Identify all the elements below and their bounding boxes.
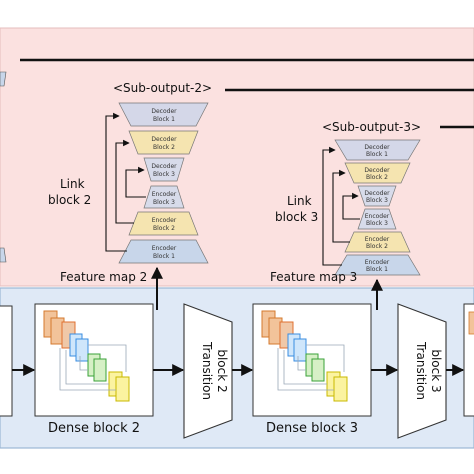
transition-block-2 [183,303,233,439]
s3-encoder-block-3-line2: Block 3 [366,220,388,227]
dense-block-2-label: Dense block 2 [48,421,140,436]
s3-encoder-block-3-line1: Encoder [365,213,390,220]
s3-encoder-block-2-line2: Block 2 [366,243,388,250]
decoder-block-3-line1: Decoder [151,163,177,170]
s3-decoder-block-2 [344,162,411,184]
dense-block-3-layers [261,310,348,402]
link-block-3-line1: Link [287,194,312,208]
encoder-block-3 [143,185,185,209]
dense-block-3-label: Dense block 3 [266,421,358,436]
s3-encoder-block-1-line1: Encoder [365,259,390,266]
clipped-dense-block-left [0,305,13,417]
clipped-block-left-bottom [0,247,7,263]
decoder-block-2-line1: Decoder [151,136,177,143]
s3-decoder-block-2-line2: Block 2 [366,174,388,181]
s3-decoder-block-1-line2: Block 1 [366,151,388,158]
decoder-block-2 [128,130,199,155]
s3-encoder-block-1-line2: Block 1 [366,266,388,273]
decoder-block-2-line2: Block 2 [153,144,175,151]
encoder-block-3-line2: Block 3 [153,199,175,206]
sub-output-2-label: <Sub-output-2> [113,81,212,95]
s3-decoder-block-2-line1: Decoder [364,167,390,174]
link-connectors-2 [105,112,146,252]
s3-encoder-block-1 [334,254,421,276]
decoder-block-1-line1: Decoder [151,108,177,115]
s3-encoder-block-2-line1: Encoder [365,236,390,243]
encoder-block-2-line1: Encoder [152,217,177,224]
sub-output-3-label: <Sub-output-3> [322,120,421,134]
decoder-block-3-line2: Block 3 [153,171,175,178]
link-block-2-line1: Link [60,177,85,191]
encoder-block-1 [118,239,209,264]
s3-encoder-block-2 [344,231,411,253]
link-connectors-3 [322,146,360,266]
s3-encoder-block-3 [357,208,397,230]
encoder-block-2 [128,211,199,236]
encoder-block-2-line2: Block 2 [153,225,175,232]
decoder-block-3 [143,157,185,182]
transition-block-3-line2: block 3 [429,349,443,392]
decoder-block-1 [118,102,209,127]
clipped-dense-block-right [463,303,474,417]
clipped-layer-right [468,311,474,335]
link-block-2-line2: block 2 [48,193,91,207]
transition-block-3-line1: Transition [414,341,428,400]
decoder-block-1-line2: Block 1 [153,116,175,123]
feature-map-2-label: Feature map 2 [60,270,147,284]
encoder-block-1-line2: Block 1 [153,253,175,260]
link-block-3-line2: block 3 [275,210,318,224]
s3-decoder-block-3-line1: Decoder [364,190,390,197]
s3-decoder-block-3 [357,185,397,207]
dense-block-2-layers [43,310,130,402]
transition-block-2-line1: Transition [200,341,214,400]
s3-decoder-block-1 [334,139,421,161]
clipped-block-left-top [0,71,7,87]
encoder-block-1-line1: Encoder [152,245,177,252]
subnet3-blocks: Decoder Block 1 Decoder Block 2 Decoder … [334,139,421,276]
s3-decoder-block-3-line2: Block 3 [366,197,388,204]
feature-map-3-label: Feature map 3 [270,270,357,284]
s3-decoder-block-1-line1: Decoder [364,144,390,151]
encoder-block-3-line1: Encoder [152,191,177,198]
transition-block-3 [397,303,447,439]
subnet2-blocks: Decoder Block 1 Decoder Block 2 Decoder … [118,102,209,264]
transition-block-2-line2: block 2 [215,349,229,392]
